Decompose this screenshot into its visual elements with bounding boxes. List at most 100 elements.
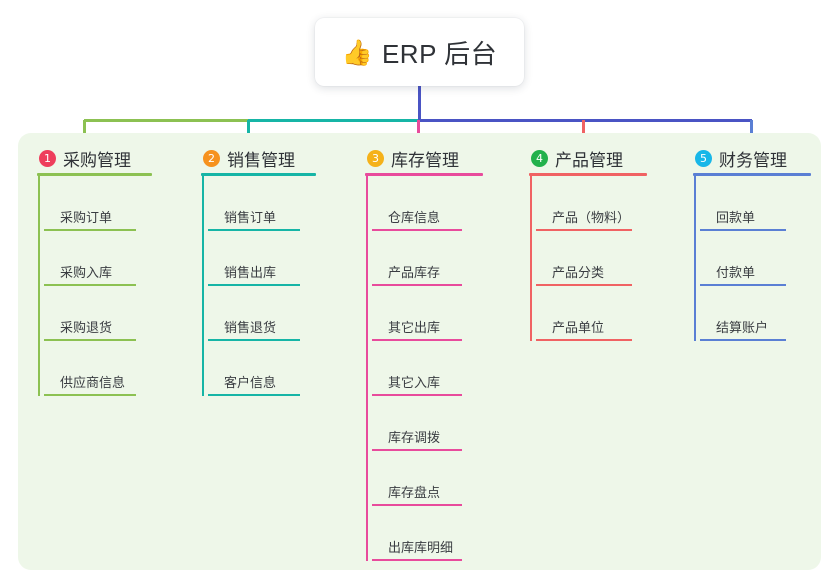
leaf-item-label: 结算账户 [716, 320, 769, 335]
leaf-item-underline [372, 449, 462, 451]
leaf-item-underline [208, 339, 300, 341]
leaf-item-label: 付款单 [716, 265, 756, 280]
branch-spine-3 [366, 176, 368, 561]
branch-header-4[interactable]: 4 产品管理 [524, 143, 679, 173]
branch-underline-4 [529, 173, 647, 176]
leaf-item-underline [372, 284, 462, 286]
leaf-item[interactable]: 库存调拨 [366, 396, 515, 451]
leaf-item-underline [700, 339, 786, 341]
leaf-item-underline [44, 284, 136, 286]
leaf-item[interactable]: 产品库存 [366, 231, 515, 286]
leaf-item-underline [372, 339, 462, 341]
leaf-item-underline [44, 229, 136, 231]
leaf-item-underline [536, 229, 632, 231]
branch-badge-2: 2 [203, 149, 220, 167]
branch-column-4: 4 产品管理产品（物料） 产品分类产品单位 [524, 143, 679, 341]
leaf-item-label: 产品（物料） [552, 210, 631, 225]
leaf-item[interactable]: 采购退货 [38, 286, 187, 341]
diagram-panel [18, 133, 821, 570]
branch-column-3: 3 库存管理仓库信息产品库存其它出库其它入库库存调拨库存盘点出库库明细 [360, 143, 515, 561]
branch-spine-4 [530, 176, 532, 341]
branch-title-3: 库存管理 [391, 150, 459, 170]
leaf-item[interactable]: 销售退货 [202, 286, 351, 341]
leaf-item-label: 库存盘点 [388, 485, 441, 500]
branch-badge-1: 1 [39, 149, 56, 167]
leaf-item-underline [208, 284, 300, 286]
root-node[interactable]: 👍 ERP 后台 [315, 18, 524, 86]
leaf-item[interactable]: 其它入库 [366, 341, 515, 396]
leaf-item-label: 库存调拨 [388, 430, 441, 445]
branch-spine-2 [202, 176, 204, 396]
leaf-item-label: 采购退货 [60, 320, 113, 335]
leaf-item-label: 其它入库 [388, 375, 441, 390]
root-title: ERP 后台 [381, 38, 498, 69]
branch-title-1: 采购管理 [63, 150, 131, 170]
leaf-item[interactable]: 采购订单 [38, 176, 187, 231]
leaf-item[interactable]: 出库库明细 [366, 506, 515, 561]
leaf-item-label: 出库库明细 [388, 540, 454, 555]
leaf-item[interactable]: 产品（物料） [530, 176, 679, 231]
branch-underline-2 [201, 173, 316, 176]
leaf-item-underline [372, 559, 462, 561]
leaf-item[interactable]: 库存盘点 [366, 451, 515, 506]
leaf-item[interactable]: 销售出库 [202, 231, 351, 286]
leaf-item-underline [536, 339, 632, 341]
branch-underline-3 [365, 173, 483, 176]
leaf-item-label: 供应商信息 [60, 375, 126, 390]
branch-items-4: 产品（物料） 产品分类产品单位 [524, 176, 679, 341]
leaf-item-underline [44, 339, 136, 341]
leaf-item[interactable]: 客户信息 [202, 341, 351, 396]
branch-column-5: 5 财务管理回款单付款单结算账户 [688, 143, 839, 341]
branch-header-2[interactable]: 2 销售管理 [196, 143, 351, 173]
leaf-item-underline [208, 229, 300, 231]
branch-badge-3: 3 [367, 149, 384, 167]
leaf-item-underline [700, 284, 786, 286]
branch-badge-5: 5 [695, 149, 712, 167]
leaf-item-underline [372, 394, 462, 396]
leaf-item-label: 其它出库 [388, 320, 441, 335]
leaf-item[interactable]: 回款单 [694, 176, 839, 231]
branch-items-2: 销售订单销售出库销售退货客户信息 [196, 176, 351, 396]
thumbs-up-icon: 👍 [341, 38, 373, 67]
leaf-item[interactable]: 付款单 [694, 231, 839, 286]
leaf-item[interactable]: 供应商信息 [38, 341, 187, 396]
leaf-item-label: 产品分类 [552, 265, 605, 280]
leaf-item-underline [208, 394, 300, 396]
branch-title-5: 财务管理 [719, 150, 787, 170]
leaf-item-label: 回款单 [716, 210, 756, 225]
branch-items-1: 采购订单采购入库采购退货供应商信息 [32, 176, 187, 396]
leaf-item[interactable]: 产品单位 [530, 286, 679, 341]
leaf-item[interactable]: 仓库信息 [366, 176, 515, 231]
leaf-item[interactable]: 销售订单 [202, 176, 351, 231]
branch-title-2: 销售管理 [227, 150, 295, 170]
leaf-item-underline [700, 229, 786, 231]
branch-items-5: 回款单付款单结算账户 [688, 176, 839, 341]
leaf-item-label: 产品单位 [552, 320, 605, 335]
branch-spine-5 [694, 176, 696, 341]
branch-underline-5 [693, 173, 811, 176]
branch-spine-1 [38, 176, 40, 396]
leaf-item-label: 客户信息 [224, 375, 277, 390]
leaf-item-label: 销售退货 [224, 320, 277, 335]
leaf-item[interactable]: 其它出库 [366, 286, 515, 341]
leaf-item[interactable]: 产品分类 [530, 231, 679, 286]
branch-items-3: 仓库信息产品库存其它出库其它入库库存调拨库存盘点出库库明细 [360, 176, 515, 561]
branch-header-5[interactable]: 5 财务管理 [688, 143, 839, 173]
leaf-item-underline [44, 394, 136, 396]
branch-underline-1 [37, 173, 152, 176]
leaf-item-label: 仓库信息 [388, 210, 441, 225]
leaf-item-label: 销售出库 [224, 265, 277, 280]
branch-title-4: 产品管理 [555, 150, 623, 170]
branch-header-3[interactable]: 3 库存管理 [360, 143, 515, 173]
leaf-item-label: 销售订单 [224, 210, 277, 225]
leaf-item[interactable]: 采购入库 [38, 231, 187, 286]
leaf-item-label: 采购入库 [60, 265, 113, 280]
leaf-item-underline [372, 229, 462, 231]
leaf-item-label: 采购订单 [60, 210, 113, 225]
leaf-item-underline [536, 284, 632, 286]
branch-column-1: 1 采购管理采购订单采购入库采购退货供应商信息 [32, 143, 187, 396]
branch-header-1[interactable]: 1 采购管理 [32, 143, 187, 173]
leaf-item[interactable]: 结算账户 [694, 286, 839, 341]
branch-badge-4: 4 [531, 149, 548, 167]
